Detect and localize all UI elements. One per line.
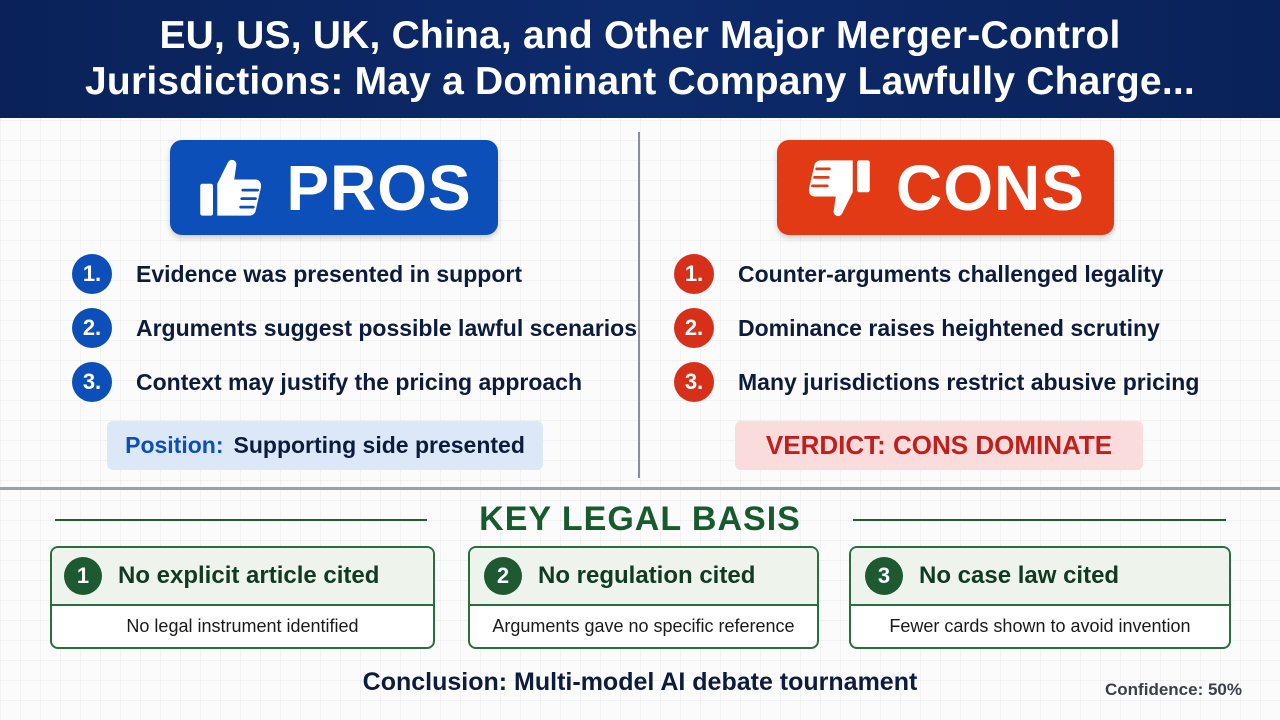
conclusion-text: Conclusion: Multi-model AI debate tourna… (362, 668, 918, 696)
horizontal-divider (0, 487, 1280, 490)
basis-rule-left (55, 519, 427, 521)
pros-list: 1. Evidence was presented in support 2. … (72, 247, 637, 409)
pros-number-badge: 1. (72, 254, 112, 294)
position-value: Supporting side presented (233, 432, 525, 458)
pros-point-text: Evidence was presented in support (136, 260, 522, 287)
pros-label: PROS (286, 151, 472, 224)
cons-point-text: Dominance raises heightened scrutiny (738, 314, 1160, 341)
card-body: No legal instrument identified (126, 616, 359, 636)
pros-point-text: Arguments suggest possible lawful scenar… (136, 314, 638, 341)
cons-number-badge: 1. (674, 254, 714, 294)
list-item: 1. Evidence was presented in support (72, 247, 637, 301)
cons-point-text: Many jurisdictions restrict abusive pric… (738, 368, 1200, 395)
card-body: Arguments gave no specific reference (492, 616, 795, 636)
cons-badge: CONS (777, 140, 1114, 235)
card-number: 3 (865, 557, 903, 595)
card-title: No regulation cited (538, 562, 756, 589)
title-line-2: Jurisdictions: May a Dominant Company La… (85, 60, 1195, 103)
card-header: 2 No regulation cited (470, 548, 817, 606)
list-item: 2. Arguments suggest possible lawful sce… (72, 301, 637, 355)
cons-list: 1. Counter-arguments challenged legality… (674, 247, 1199, 409)
basis-card-2: 2 No regulation cited Arguments gave no … (468, 546, 819, 649)
card-header: 3 No case law cited (851, 548, 1229, 606)
list-item: 3. Context may justify the pricing appro… (72, 355, 637, 409)
basis-card-1: 1 No explicit article cited No legal ins… (50, 546, 435, 649)
pros-point-text: Context may justify the pricing approach (136, 368, 583, 395)
thumbs-up-icon (196, 154, 264, 222)
cons-number-badge: 3. (674, 362, 714, 402)
card-number: 1 (64, 557, 102, 595)
confidence-label: Confidence: 50% (1105, 680, 1242, 699)
card-header: 1 No explicit article cited (52, 548, 433, 606)
verdict-box: VERDICT: CONS DOMINATE (735, 421, 1143, 470)
card-number: 2 (484, 557, 522, 595)
position-key: Position: (125, 432, 224, 458)
header-banner: EU, US, UK, China, and Other Major Merge… (0, 0, 1280, 118)
list-item: 1. Counter-arguments challenged legality (674, 247, 1199, 301)
thumbs-down-icon (806, 154, 874, 222)
pros-badge: PROS (170, 140, 498, 235)
vertical-divider (638, 132, 640, 478)
card-title: No explicit article cited (118, 562, 380, 589)
cons-label: CONS (896, 151, 1085, 224)
card-title: No case law cited (919, 562, 1120, 589)
basis-card-3: 3 No case law cited Fewer cards shown to… (849, 546, 1231, 649)
title-line-1: EU, US, UK, China, and Other Major Merge… (159, 14, 1121, 57)
cons-point-text: Counter-arguments challenged legality (738, 260, 1164, 287)
pros-number-badge: 3. (72, 362, 112, 402)
basis-rule-right (853, 519, 1226, 521)
basis-title: KEY LEGAL BASIS (479, 500, 801, 538)
card-body: Fewer cards shown to avoid invention (889, 616, 1191, 636)
cons-number-badge: 2. (674, 308, 714, 348)
list-item: 2. Dominance raises heightened scrutiny (674, 301, 1199, 355)
list-item: 3. Many jurisdictions restrict abusive p… (674, 355, 1199, 409)
position-box: Position: Supporting side presented (107, 421, 543, 470)
pros-number-badge: 2. (72, 308, 112, 348)
